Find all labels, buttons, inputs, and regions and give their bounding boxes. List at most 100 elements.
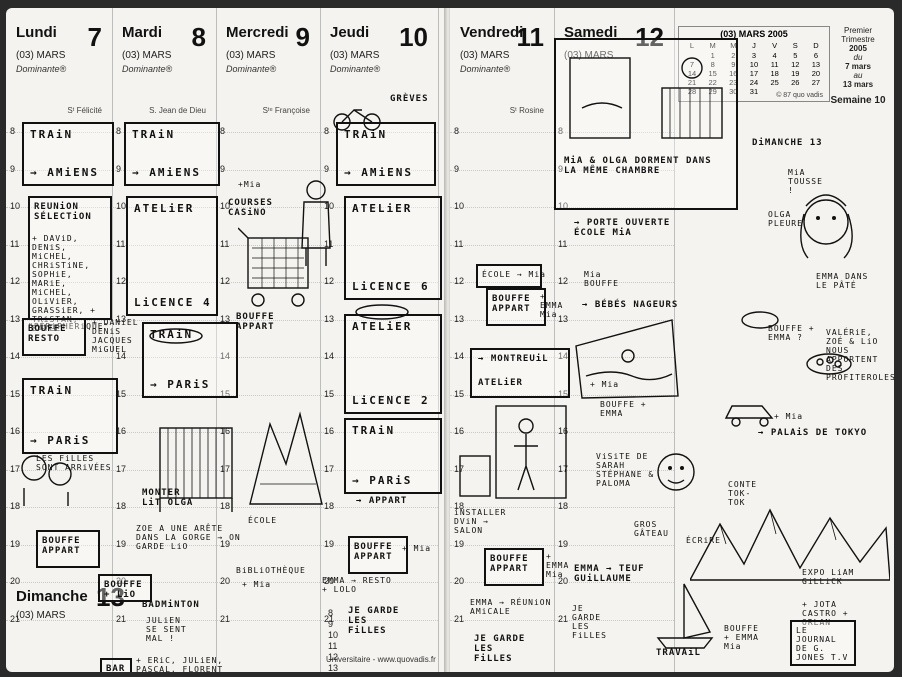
calendar-date: 24: [749, 78, 759, 87]
hour-line: [112, 244, 216, 246]
handwritten-note: BOUFFE APPART: [42, 536, 81, 556]
note-box: BAR: [100, 658, 132, 672]
hour-label: 19: [558, 538, 569, 549]
hour-label: 14: [10, 351, 21, 361]
hour-line: [216, 132, 320, 133]
calendar-footer: © 87 quo vadis: [776, 92, 823, 99]
handwritten-note: + EMMA Mia: [546, 552, 570, 579]
hour-line: [216, 544, 320, 546]
crowd-sketch: [249, 411, 323, 505]
hour-label: 9: [10, 163, 16, 174]
hour-label: 18: [324, 501, 335, 511]
hour-line: [554, 132, 674, 133]
hour-label: 16: [324, 426, 335, 436]
hour-label: 20: [10, 576, 21, 586]
hour-label: 9: [116, 163, 122, 174]
sailboat-sketch: [656, 583, 714, 649]
hour-line: [6, 207, 112, 208]
handwritten-note: TRAiN: [30, 384, 74, 397]
hour-line: [450, 394, 554, 396]
hour-label: 11: [558, 238, 568, 249]
hour-line: [6, 582, 112, 583]
sunday-hour-label: 12: [328, 652, 339, 662]
hour-line: [112, 619, 216, 621]
day-number: 8: [191, 22, 206, 52]
hour-label: 16: [454, 426, 465, 436]
day-number: 9: [295, 22, 310, 52]
handwritten-note: BOUFFE APPART: [490, 554, 529, 574]
hour-label: 21: [324, 613, 335, 624]
hour-line: [320, 544, 438, 546]
handwritten-note: + ERiC, JULiEN, PASCAL, FLORENT: [136, 656, 224, 672]
handwritten-note: LiCENCE 2: [352, 394, 430, 407]
hour-line: [450, 469, 554, 471]
calendar-date: 4: [772, 51, 777, 60]
handwritten-note: DiMANCHE 13: [752, 138, 823, 148]
hour-label: 13: [10, 313, 21, 324]
day-name: Samedi: [564, 24, 618, 41]
hour-line: [216, 357, 320, 358]
handwritten-note: VALÉRiE, ZOÉ & LiO NOUS APPORTENT DES PR…: [826, 328, 894, 382]
crying-face-sketch: [800, 194, 853, 259]
day-number: 11: [516, 22, 545, 52]
handwritten-note: MONTER LiT OLGA: [142, 488, 194, 508]
handwritten-note: BOUFFE + LiO: [104, 580, 143, 600]
binding-gutter: [444, 8, 452, 672]
hour-line: [320, 244, 438, 246]
hour-line: [112, 207, 216, 208]
hour-label: 11: [324, 238, 334, 249]
hour-label: 14: [324, 351, 335, 361]
note-box: BOUFFE APPART: [348, 536, 408, 574]
hour-label: 19: [10, 538, 21, 549]
handwritten-note: COURSES CASiNO: [228, 198, 273, 218]
handwritten-note: → AMiENS: [132, 166, 201, 179]
hour-label: 13: [220, 313, 231, 324]
hour-line: [320, 394, 438, 396]
calendar-date: 20: [811, 69, 821, 78]
sunday-hour-label: 10: [328, 630, 339, 640]
calendar-day-header: M: [730, 41, 737, 50]
calendar-date: 9: [731, 60, 736, 69]
handwritten-note: MiA TOUSSE !: [788, 168, 823, 195]
hour-line: [6, 132, 112, 133]
hour-line: [216, 619, 320, 621]
trim-au: au: [853, 71, 863, 80]
handwritten-note: BOUFFE + EMMA Mia: [724, 624, 759, 651]
hour-line: [554, 244, 674, 246]
handwritten-note: → AMiENS: [30, 166, 99, 179]
note-box: BOUFFE APPART: [486, 288, 546, 326]
handwritten-note: GROS GÂTEAU: [634, 520, 669, 538]
handwritten-note: TRAiN: [150, 328, 194, 341]
sunday-hour-label: 8: [328, 608, 334, 618]
crib-sketch: [159, 427, 233, 512]
hour-line: [216, 507, 320, 508]
handwritten-note: BOUFFE APPART: [236, 312, 275, 332]
handwritten-note: EMMA → TEUF GUiLLAUME: [574, 564, 645, 584]
hour-line: [112, 132, 216, 133]
hour-label: 14: [558, 351, 569, 361]
hour-label: 20: [220, 576, 231, 586]
hour-label: 11: [454, 238, 464, 249]
handwritten-note: → APPART: [356, 496, 408, 506]
trim-from: 7 mars: [845, 62, 871, 71]
hour-label: 21: [220, 613, 231, 624]
mountains-sketch: [690, 508, 890, 581]
hour-line: [554, 582, 674, 583]
calendar-date: 23: [729, 78, 738, 87]
handwritten-note: ATELiER: [352, 202, 413, 215]
calendar-day-header: D: [813, 41, 819, 50]
day-name: Mercredi: [226, 24, 289, 41]
bicycle-icon: [333, 109, 381, 131]
handwritten-note: +Mia: [238, 180, 262, 189]
handwritten-note: LiCENCE 6: [352, 280, 430, 293]
car-sketch: [724, 405, 774, 427]
